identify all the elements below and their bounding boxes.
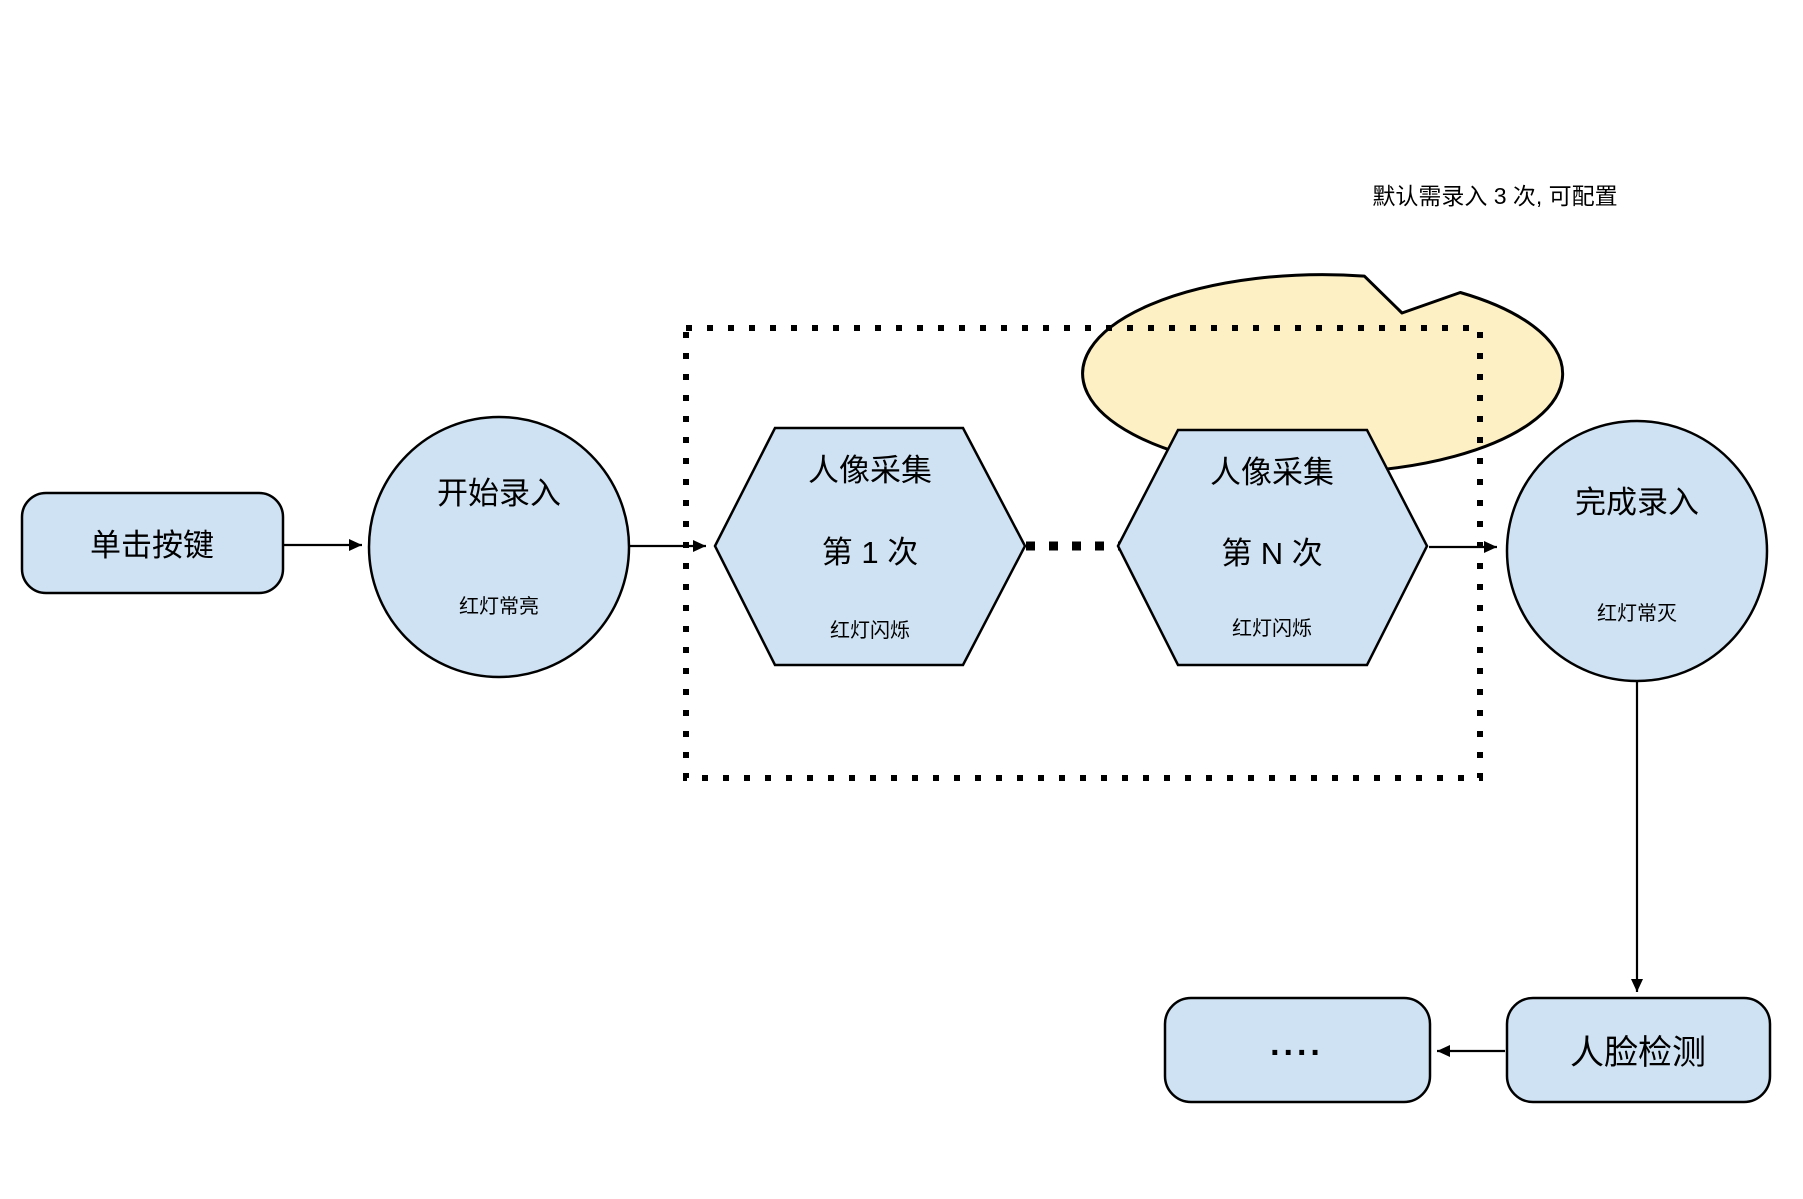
node-capture-1-sublabel: 红灯闪烁 — [830, 619, 910, 642]
node-capture-n-line1: 人像采集 — [1210, 455, 1334, 490]
node-start-label: 开始录入 — [437, 476, 561, 511]
node-more-label: .... — [1270, 1025, 1324, 1063]
node-capture-1-line2: 第 1 次 — [822, 535, 918, 570]
node-capture-1-hexagon — [713, 426, 1027, 667]
capture-loop-container — [683, 325, 1483, 781]
node-face-detect-label: 人脸检测 — [1570, 1034, 1706, 1072]
node-start-sublabel: 红灯常亮 — [459, 595, 539, 618]
node-capture-n-hexagon — [1116, 428, 1429, 667]
node-face-detect — [1505, 996, 1772, 1104]
node-capture-n-line2: 第 N 次 — [1221, 536, 1323, 571]
node-finish-label: 完成录入 — [1575, 485, 1699, 520]
node-start-circle — [367, 415, 631, 679]
node-finish-sublabel: 红灯常灭 — [1597, 602, 1677, 625]
node-capture-n-sublabel: 红灯闪烁 — [1232, 617, 1312, 640]
node-finish-circle — [1505, 419, 1769, 683]
node-click-button-label: 单击按键 — [90, 528, 214, 563]
callout-text: 默认需录入 3 次, 可配置 — [1372, 183, 1617, 209]
node-click-button — [20, 491, 285, 595]
node-capture-1-line1: 人像采集 — [808, 453, 932, 488]
node-more — [1163, 996, 1432, 1104]
